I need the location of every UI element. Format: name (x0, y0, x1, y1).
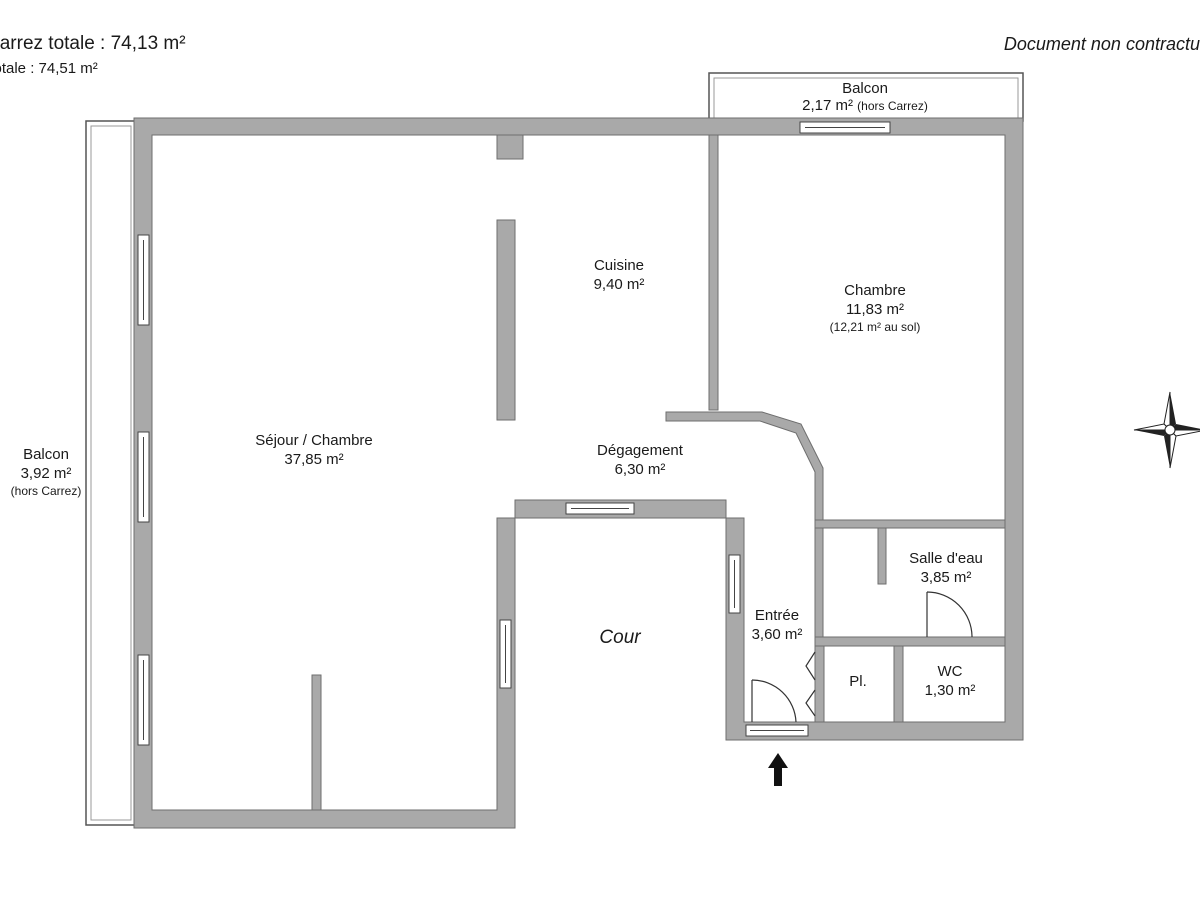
room-name: Balcon (23, 446, 69, 463)
room-name: Séjour / Chambre (255, 432, 373, 449)
compass-icon (1133, 391, 1200, 469)
carrez-total-label: Carrez totale : 74,13 m² (0, 33, 186, 54)
room-area: 11,83 m² (845, 300, 905, 318)
balcony-left-railing (85, 120, 137, 826)
surface-totale-label: Totale : 74,51 m² (0, 60, 98, 77)
doors (751, 591, 973, 723)
room-area: 9,40 m² (593, 275, 645, 293)
room-name: Dégagement (597, 442, 683, 459)
room-area: 37,85 m² (284, 450, 344, 468)
room-area: 3,92 m² (20, 464, 72, 482)
room-note: (12,21 m² au sol) (829, 319, 921, 334)
room-label-cour: Cour (599, 627, 641, 648)
room-area: 3,60 m² (751, 625, 803, 643)
room-name: Cuisine (593, 257, 645, 274)
windows (137, 121, 891, 746)
room-label-degagement: Dégagement 6,30 m² (597, 442, 683, 480)
room-area: 6,30 m² (614, 460, 666, 478)
room-label-cuisine: Cuisine 9,40 m² (594, 257, 645, 295)
room-label-placard: Pl. (849, 673, 867, 692)
document-note: Document non contractuel (1003, 34, 1200, 54)
room-area: 3,85 m² (920, 568, 972, 586)
entrance-arrow-icon (768, 753, 788, 786)
room-name: Pl. (849, 673, 867, 690)
exterior-wall (133, 117, 1024, 829)
room-name: Salle d'eau (909, 550, 983, 567)
interior-walls (311, 134, 1006, 811)
room-name: Balcon (842, 80, 888, 97)
room-label-chambre: Chambre 11,83 m² (12,21 m² au sol) (830, 282, 921, 335)
room-name: Chambre (844, 282, 906, 299)
room-note: (hors Carrez) (857, 98, 928, 113)
room-area: 1,30 m² (924, 681, 976, 699)
room-name: Entrée (754, 607, 800, 624)
room-label-salle-eau: Salle d'eau 3,85 m² (909, 550, 983, 588)
room-note: (hors Carrez) (10, 483, 82, 498)
balcony-top-railing (708, 72, 1024, 122)
room-label-entree: Entrée 3,60 m² (752, 607, 803, 645)
room-label-wc: WC 1,30 m² (925, 663, 976, 701)
room-label-sejour: Séjour / Chambre 37,85 m² (255, 432, 373, 470)
room-area: 2,17 m² (802, 96, 853, 114)
room-label-balcon-left: Balcon 3,92 m² (hors Carrez) (11, 446, 82, 499)
room-label-balcon-top: Balcon 2,17 m² (hors Carrez) (802, 80, 928, 116)
balcony-left-railing-inner (90, 125, 132, 821)
room-name: WC (937, 663, 963, 680)
